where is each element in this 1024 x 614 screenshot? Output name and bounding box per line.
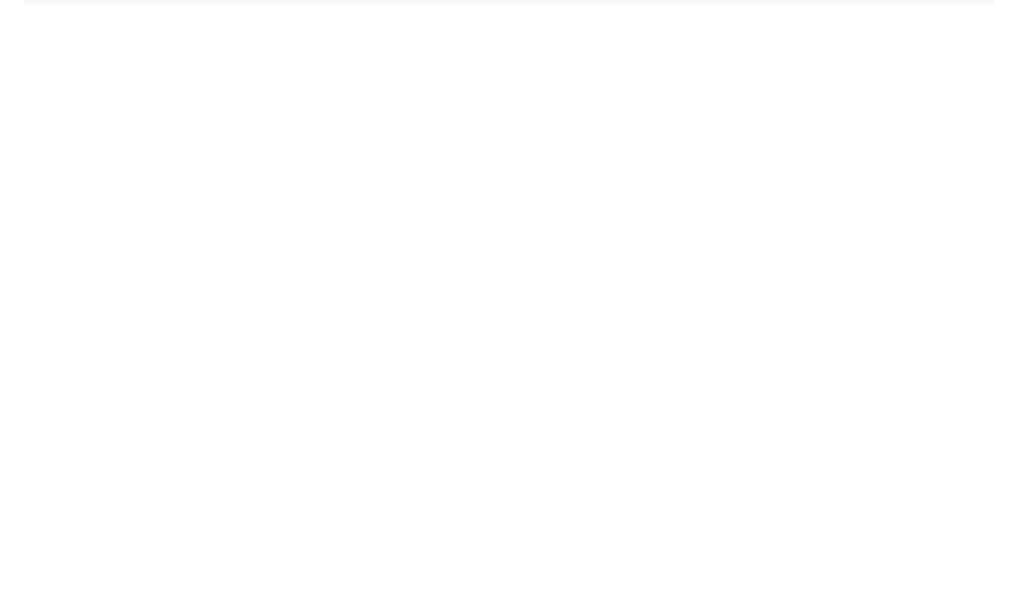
blank-page-canvas xyxy=(0,7,1024,614)
top-faint-band xyxy=(24,0,994,7)
